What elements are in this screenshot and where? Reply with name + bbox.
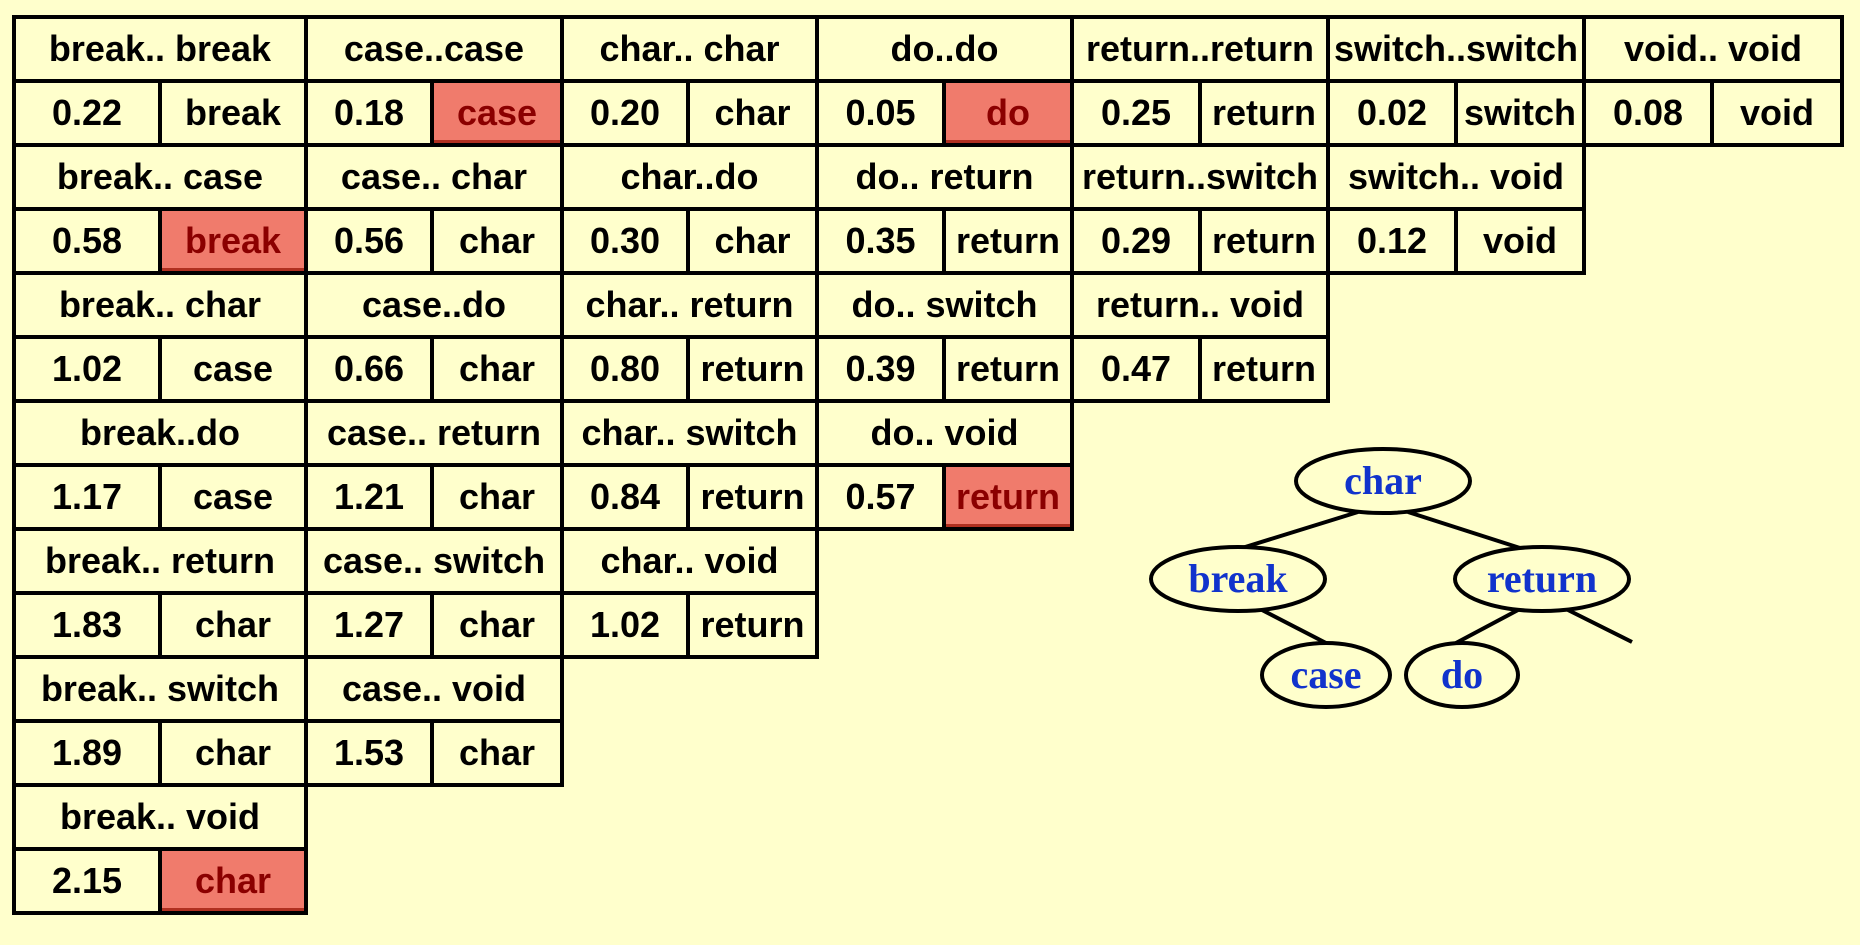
range-label-cell: break.. switch bbox=[12, 655, 308, 723]
root-value-cell: return bbox=[942, 207, 1074, 275]
cost-value-cell: 0.47 bbox=[1070, 335, 1202, 403]
root-value-cell-highlighted: return bbox=[942, 463, 1074, 531]
tree-node-label-char: char bbox=[1344, 458, 1422, 503]
range-label-cell: break.. void bbox=[12, 783, 308, 851]
tree-node-label-case: case bbox=[1290, 652, 1361, 697]
tree-node-do bbox=[1404, 641, 1520, 709]
tree-edge-return-empty bbox=[1567, 608, 1633, 644]
cost-value-cell: 0.08 bbox=[1582, 79, 1714, 147]
root-value-cell-highlighted: break bbox=[158, 207, 308, 275]
root-value-cell: char bbox=[430, 719, 564, 787]
root-value-cell: return bbox=[1198, 335, 1330, 403]
range-label-cell: char.. return bbox=[560, 271, 819, 339]
tree-node-return bbox=[1453, 545, 1631, 613]
root-value-cell: return bbox=[1198, 207, 1330, 275]
root-value-cell-highlighted: do bbox=[942, 79, 1074, 147]
range-label-cell: return..return bbox=[1070, 15, 1330, 83]
cost-value-cell: 0.58 bbox=[12, 207, 162, 275]
tree-node-label-do: do bbox=[1441, 652, 1483, 697]
cost-value-cell: 0.12 bbox=[1326, 207, 1458, 275]
tree-node-break bbox=[1149, 545, 1327, 613]
cost-value-cell: 1.02 bbox=[12, 335, 162, 403]
tree-edge-char-break bbox=[1241, 510, 1359, 550]
range-label-cell: return..switch bbox=[1070, 143, 1330, 211]
cost-value-cell: 1.53 bbox=[304, 719, 434, 787]
cost-value-cell: 0.56 bbox=[304, 207, 434, 275]
cost-value-cell: 1.21 bbox=[304, 463, 434, 531]
range-label-cell: switch..switch bbox=[1326, 15, 1586, 83]
cost-value-cell: 0.20 bbox=[560, 79, 690, 147]
tree-edge-break-case bbox=[1261, 608, 1327, 645]
range-label-cell: case..case bbox=[304, 15, 564, 83]
tree-node-label-return: return bbox=[1487, 556, 1597, 601]
range-label-cell: break.. break bbox=[12, 15, 308, 83]
range-label-cell: break.. char bbox=[12, 271, 308, 339]
root-value-cell: char bbox=[430, 463, 564, 531]
root-value-cell: char bbox=[430, 335, 564, 403]
cost-value-cell: 0.80 bbox=[560, 335, 690, 403]
root-value-cell: return bbox=[686, 591, 819, 659]
root-value-cell: char bbox=[158, 591, 308, 659]
root-value-cell: return bbox=[686, 463, 819, 531]
tree-node-char bbox=[1294, 447, 1472, 515]
cost-value-cell: 0.29 bbox=[1070, 207, 1202, 275]
root-value-cell-highlighted: char bbox=[158, 847, 308, 915]
tree-edge-char-return bbox=[1407, 510, 1521, 550]
tree-edge-return-do bbox=[1455, 608, 1519, 645]
root-value-cell: return bbox=[686, 335, 819, 403]
root-value-cell-highlighted: case bbox=[430, 79, 564, 147]
cost-value-cell: 0.84 bbox=[560, 463, 690, 531]
tree-node-label-break: break bbox=[1188, 556, 1288, 601]
cost-value-cell: 0.57 bbox=[815, 463, 946, 531]
range-label-cell: case..do bbox=[304, 271, 564, 339]
range-label-cell: do..do bbox=[815, 15, 1074, 83]
root-value-cell: switch bbox=[1454, 79, 1586, 147]
range-label-cell: break.. case bbox=[12, 143, 308, 211]
cost-value-cell: 2.15 bbox=[12, 847, 162, 915]
root-value-cell: char bbox=[430, 207, 564, 275]
range-label-cell: break..do bbox=[12, 399, 308, 467]
range-label-cell: do.. switch bbox=[815, 271, 1074, 339]
range-label-cell: case.. void bbox=[304, 655, 564, 723]
root-value-cell: void bbox=[1454, 207, 1586, 275]
root-value-cell: case bbox=[158, 335, 308, 403]
root-value-cell: void bbox=[1710, 79, 1844, 147]
range-label-cell: case.. char bbox=[304, 143, 564, 211]
tree-node-case bbox=[1260, 641, 1392, 709]
range-label-cell: do.. return bbox=[815, 143, 1074, 211]
cost-value-cell: 1.02 bbox=[560, 591, 690, 659]
range-label-cell: case.. return bbox=[304, 399, 564, 467]
